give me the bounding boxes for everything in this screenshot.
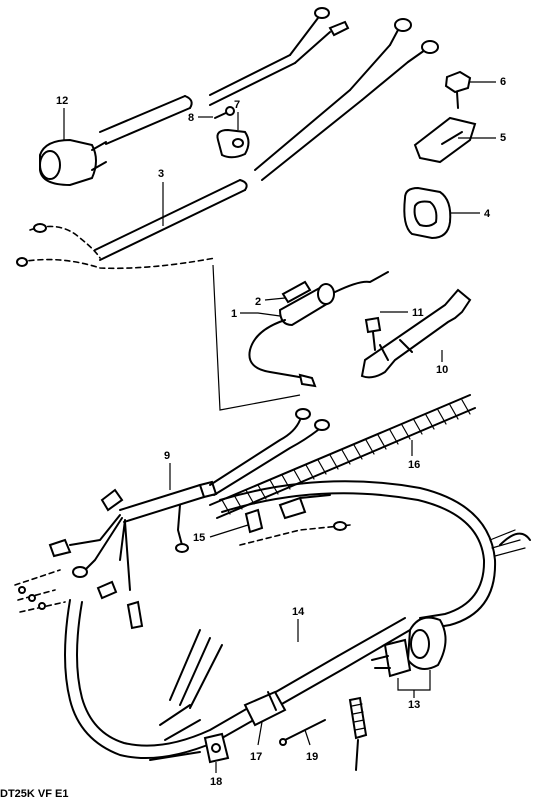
svg-text:3: 3: [158, 168, 164, 180]
callout-3: 3: [158, 168, 164, 226]
top-lead-wire-right: [254, 18, 439, 181]
top-lead-wire-left: [209, 7, 350, 106]
svg-text:15: 15: [193, 532, 205, 544]
long-leader-line: [212, 264, 301, 411]
tube-upper-left: [99, 95, 193, 145]
connector-17: [243, 690, 287, 727]
svg-text:18: 18: [210, 776, 222, 788]
svg-text:19: 19: [306, 751, 318, 763]
bracket-10: [360, 288, 472, 379]
callout-1: 1: [231, 308, 281, 320]
svg-text:12: 12: [56, 95, 68, 107]
callout-12: 12: [56, 95, 68, 140]
callout-2: 2: [255, 296, 286, 308]
model-code: DT25K VF E1: [0, 788, 68, 800]
connector-left-group: [14, 569, 66, 613]
main-harness-14: [64, 480, 531, 761]
svg-text:1: 1: [231, 308, 237, 320]
callout-15: 15: [193, 524, 249, 544]
harness-3: [16, 179, 248, 270]
callout-5: 5: [458, 132, 506, 144]
connector-15: [239, 494, 351, 546]
callout-18: 18: [210, 762, 222, 788]
socket-13: [371, 616, 447, 678]
callout-16: 16: [408, 440, 420, 471]
spring-connector: [348, 696, 368, 771]
svg-text:14: 14: [292, 606, 305, 618]
callout-6: 6: [470, 76, 506, 88]
callout-4: 4: [450, 208, 491, 220]
pin-19: [279, 719, 326, 746]
bracket-5: [413, 116, 477, 164]
screw-8: [214, 106, 235, 119]
callout-17: 17: [250, 721, 263, 763]
svg-text:8: 8: [188, 112, 194, 124]
svg-text:11: 11: [412, 307, 424, 319]
callout-10: 10: [436, 350, 448, 376]
clamp-7: [216, 128, 250, 159]
svg-text:2: 2: [255, 296, 261, 308]
callout-8: 8: [188, 112, 213, 124]
callout-13: 13: [397, 670, 431, 711]
spiral-tube-16: [209, 394, 476, 519]
callout-9: 9: [164, 450, 171, 490]
kill-switch: [39, 138, 107, 187]
svg-text:5: 5: [500, 132, 506, 144]
svg-text:17: 17: [250, 751, 262, 763]
callout-19: 19: [304, 729, 318, 763]
callout-14: 14: [292, 606, 305, 642]
bolt-6: [444, 70, 472, 109]
svg-text:7: 7: [234, 99, 240, 111]
callout-11: 11: [380, 307, 424, 319]
svg-text:13: 13: [408, 699, 420, 711]
screw-11: [364, 316, 382, 351]
grommet-4: [403, 186, 452, 240]
svg-text:9: 9: [164, 450, 170, 462]
svg-text:4: 4: [484, 208, 491, 220]
callout-7: 7: [234, 99, 240, 130]
harness-9: [48, 408, 330, 630]
svg-text:10: 10: [436, 364, 448, 376]
clip-18: [203, 732, 230, 764]
fuse-holder-1: [248, 271, 389, 388]
svg-text:6: 6: [500, 76, 506, 88]
svg-text:16: 16: [408, 459, 420, 471]
